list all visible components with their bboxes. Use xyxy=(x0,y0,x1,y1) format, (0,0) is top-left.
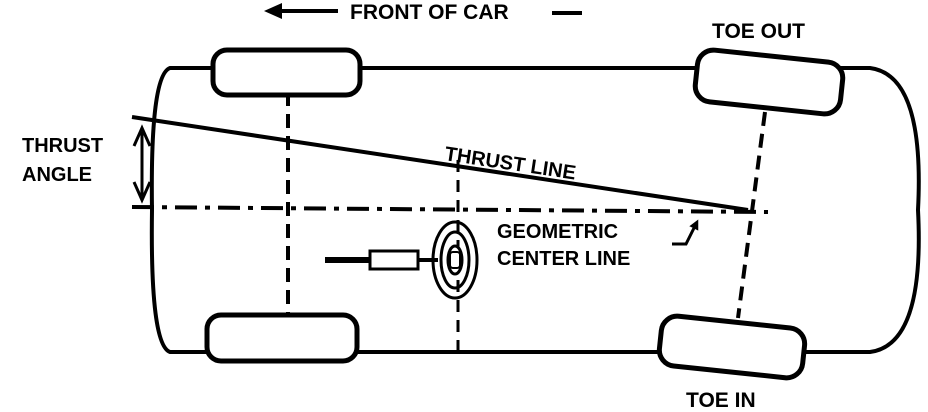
leader-arrow-icon xyxy=(672,219,699,246)
left-arrow-icon xyxy=(264,3,582,19)
thrust-angle-arrow xyxy=(132,124,152,204)
front-of-car-label: FRONT OF CAR xyxy=(350,1,509,24)
thrust-line xyxy=(131,115,749,212)
thrust-angle-label-line1: THRUST xyxy=(22,135,103,157)
thrust-angle-label-line2: ANGLE xyxy=(22,164,92,186)
car-body-outline xyxy=(149,66,921,354)
wheel-rear-top-toe-out xyxy=(692,47,846,117)
geometric-center-line xyxy=(131,205,769,214)
wheel-front-bottom xyxy=(204,312,360,364)
geometric-center-line-label-line2: CENTER LINE xyxy=(497,248,630,270)
toe-in-label: TOE IN xyxy=(686,389,756,412)
thrust-line-label: THRUST LINE xyxy=(443,143,577,184)
wheel-front-top xyxy=(210,47,363,98)
toe-out-label: TOE OUT xyxy=(712,20,805,43)
rear-axle-line xyxy=(736,111,767,319)
steering-column-icon xyxy=(325,220,479,300)
wheel-rear-bottom-toe-in xyxy=(656,313,808,381)
geometric-center-line-label-line1: GEOMETRIC xyxy=(497,221,618,243)
